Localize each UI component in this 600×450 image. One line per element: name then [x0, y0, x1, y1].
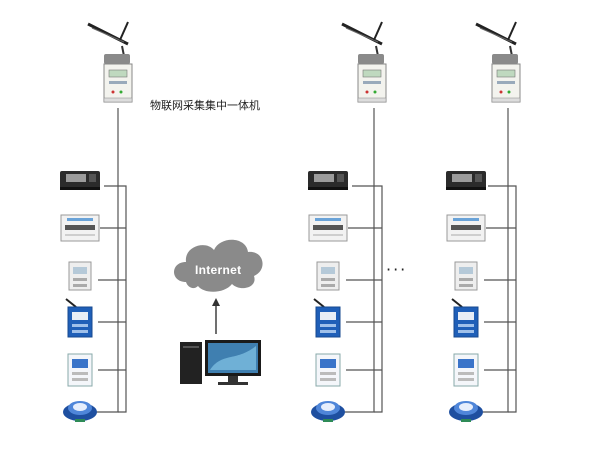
- water-meter-icon: [449, 401, 483, 422]
- column-3: [446, 20, 522, 422]
- computer-icon: [180, 340, 261, 385]
- link-lines: [374, 185, 383, 413]
- bus-line: [482, 108, 509, 413]
- concentrator-antenna-icon: [474, 20, 522, 104]
- single-phase-meter-icon: [68, 261, 92, 291]
- concentrator-antenna-icon: [86, 20, 134, 104]
- single-phase-meter-icon: [454, 261, 478, 291]
- ellipsis-label: ···: [386, 260, 408, 279]
- single-phase-meter-icon: [316, 261, 340, 291]
- column-2: [308, 20, 388, 422]
- display-unit-icon: [446, 171, 486, 190]
- bus-line: [344, 108, 375, 413]
- water-meter-icon: [311, 401, 345, 422]
- prepaid-meter-icon: [453, 353, 479, 387]
- wireless-meter-icon: [451, 298, 479, 338]
- bus-line: [96, 108, 119, 413]
- concentrator-label: 物联网采集集中一体机: [150, 99, 260, 112]
- prepaid-meter-icon: [67, 353, 93, 387]
- breaker-meter-icon: [446, 214, 486, 242]
- wireless-meter-icon: [313, 298, 341, 338]
- display-unit-icon: [60, 171, 100, 190]
- breaker-meter-icon: [60, 214, 100, 242]
- wireless-meter-icon: [65, 298, 93, 338]
- water-meter-icon: [63, 401, 97, 422]
- internet-label: Internet: [195, 263, 242, 277]
- breaker-meter-icon: [308, 214, 348, 242]
- link-lines: [118, 185, 127, 413]
- concentrator-antenna-icon: [340, 20, 388, 104]
- prepaid-meter-icon: [315, 353, 341, 387]
- upload-arrow-icon: [212, 298, 220, 334]
- link-lines: [508, 185, 517, 413]
- display-unit-icon: [308, 171, 348, 190]
- internet-cloud-icon: [174, 239, 263, 292]
- column-1: [60, 20, 134, 422]
